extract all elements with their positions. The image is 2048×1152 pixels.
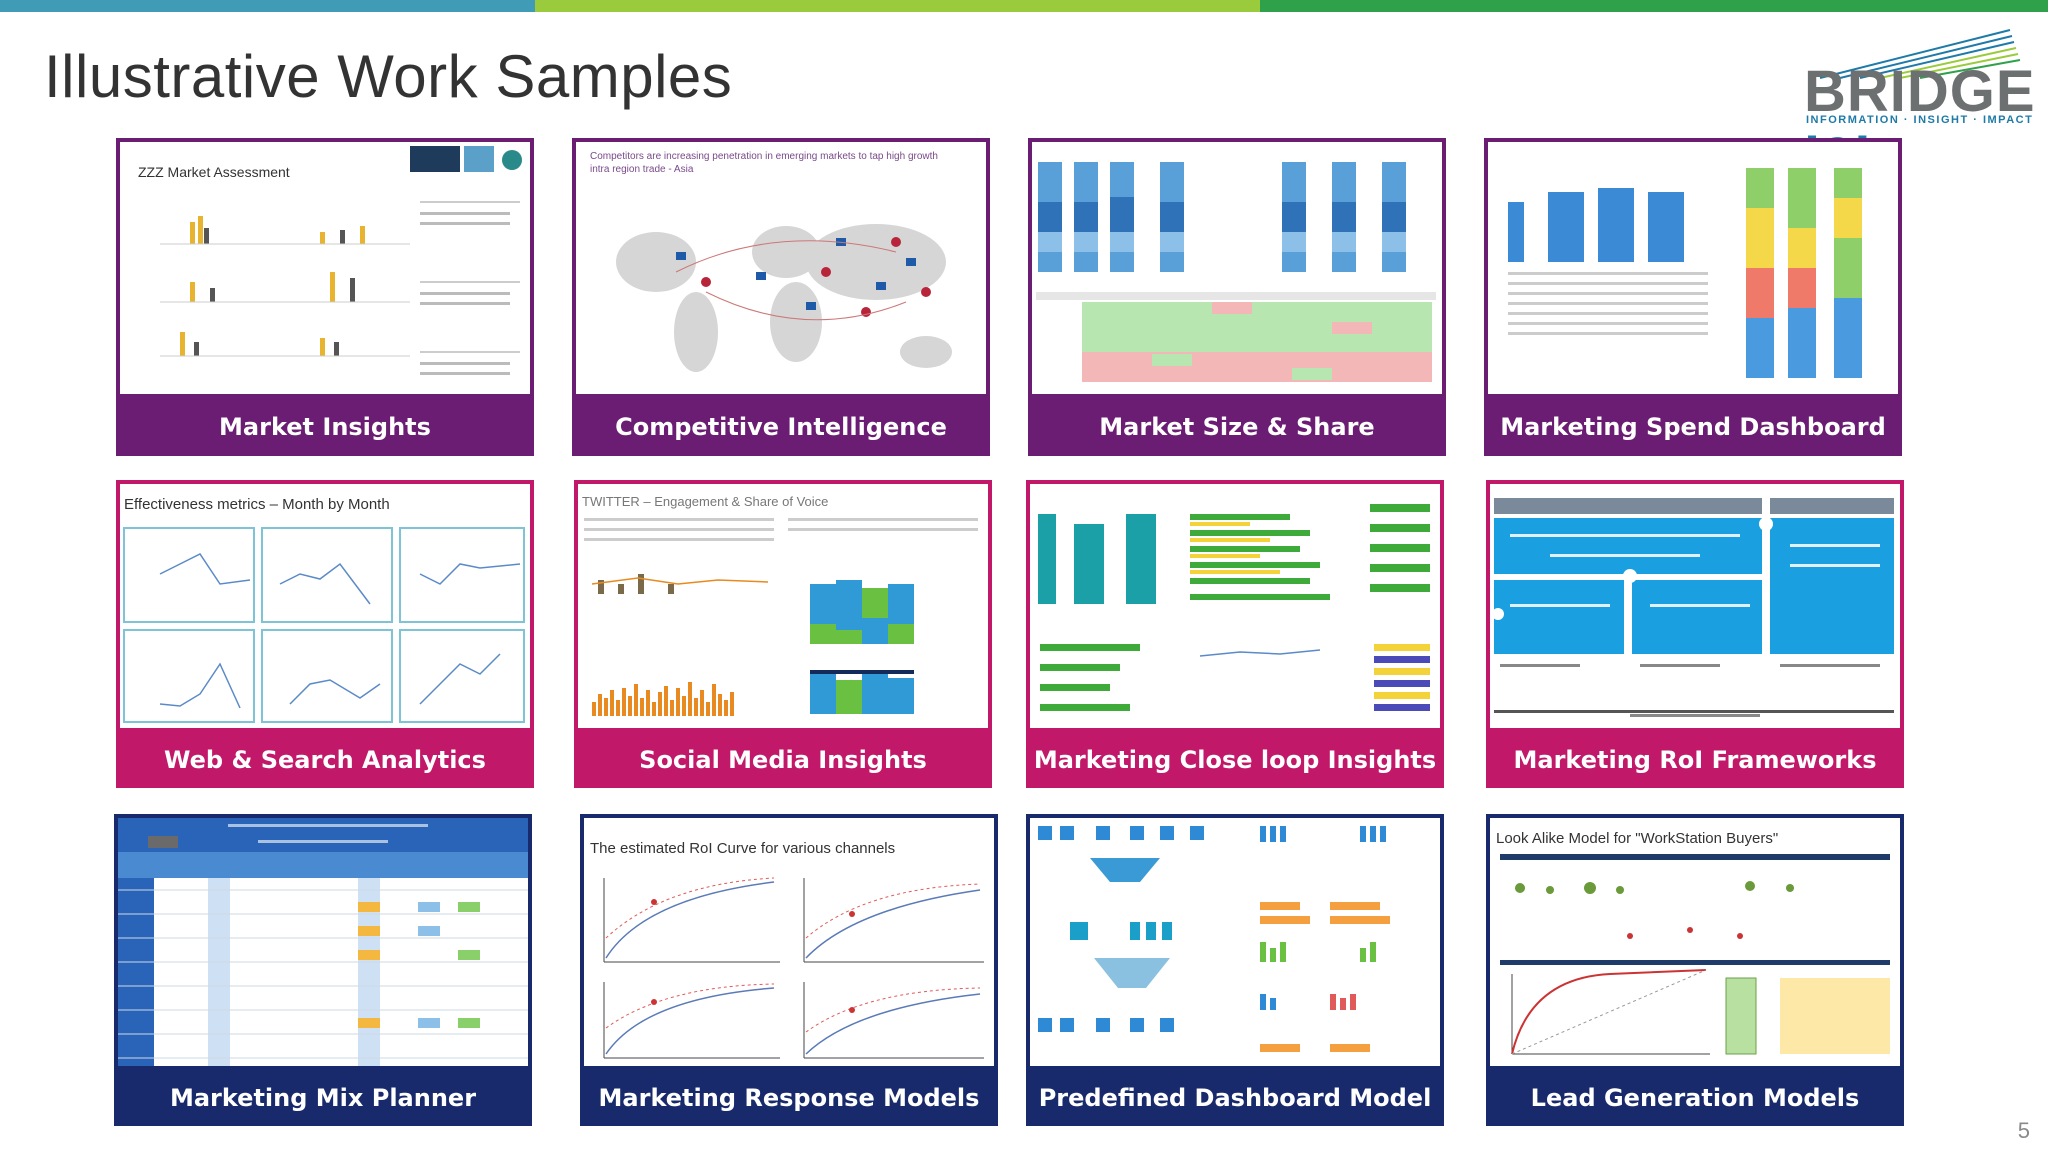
accent-segment-green: [1260, 0, 2048, 12]
card-label: Market Size & Share: [1099, 413, 1375, 441]
framework-diagram-thumbnail: [1492, 498, 1894, 717]
thumbnail-market-insights: ZZZ Market Assessment: [116, 138, 534, 398]
thumb-title: Competitors are increasing penetration i…: [590, 151, 938, 175]
thumb-title: Look Alike Model for "WorkStation Buyers…: [1496, 830, 1779, 847]
top-accent-bar: [0, 0, 2048, 12]
thumbnail-lead-generation-models: Look Alike Model for "WorkStation Buyers…: [1486, 814, 1904, 1070]
card-lead-generation-models[interactable]: Look Alike Model for "WorkStation Buyers…: [1486, 814, 1904, 1126]
bar-chart-grid-thumbnail: [160, 146, 522, 375]
card-market-insights[interactable]: ZZZ Market Assessment Market Insights: [116, 138, 534, 456]
logo-tagline: INFORMATION · INSIGHT · IMPACT: [1806, 114, 2034, 126]
card-marketing-spend-dashboard[interactable]: Marketing Spend Dashboard: [1484, 138, 1902, 456]
response-curves-thumbnail: [603, 877, 984, 1059]
social-chart-thumbnail: [584, 518, 978, 716]
card-label: Web & Search Analytics: [164, 746, 486, 774]
spend-dashboard-thumbnail: [1508, 168, 1862, 378]
horizontal-bars-thumbnail: [1038, 504, 1430, 711]
thumbnail-marketing-close-loop-insights: [1026, 480, 1444, 732]
thumbnail-competitive-intelligence: Competitors are increasing penetration i…: [572, 138, 990, 398]
card-marketing-response-models[interactable]: The estimated RoI Curve for various chan…: [580, 814, 998, 1126]
card-market-size-share[interactable]: Market Size & Share: [1028, 138, 1446, 456]
card-marketing-mix-planner[interactable]: Marketing Mix Planner: [114, 814, 532, 1126]
line-chart-grid-thumbnail: [123, 527, 525, 723]
dashboard-tiles-thumbnail: [1038, 826, 1390, 1052]
thumbnail-marketing-response-models: The estimated RoI Curve for various chan…: [580, 814, 998, 1070]
card-competitive-intelligence[interactable]: Competitors are increasing penetration i…: [572, 138, 990, 456]
card-predefined-dashboard-model[interactable]: Predefined Dashboard Model: [1026, 814, 1444, 1126]
lift-curve-thumbnail: [1500, 854, 1890, 1055]
thumbnail-marketing-spend-dashboard: [1484, 138, 1902, 398]
thumbnail-marketing-roi-frameworks: [1486, 480, 1904, 732]
card-label: Marketing Mix Planner: [169, 1084, 477, 1112]
accent-segment-lime: [535, 0, 1260, 12]
thumb-title: TWITTER – Engagement & Share of Voice: [582, 494, 829, 509]
bridge-i2i-logo: BRIDGE i2i INFORMATION · INSIGHT · IMPAC…: [1800, 22, 2035, 191]
thumbnail-market-size-share: [1028, 138, 1446, 398]
thumb-title: ZZZ Market Assessment: [138, 164, 290, 180]
card-label: Market Insights: [219, 413, 431, 441]
card-label: Lead Generation Models: [1530, 1084, 1860, 1112]
page-number: 5: [2017, 1118, 2030, 1143]
card-web-search-analytics[interactable]: Effectiveness metrics – Month by Month W…: [116, 480, 534, 788]
card-social-media-insights[interactable]: TWITTER – Engagement & Share of Voice So…: [574, 480, 992, 788]
card-label: Marketing Response Models: [598, 1084, 980, 1112]
card-label: Competitive Intelligence: [615, 413, 947, 441]
page-title: Illustrative Work Samples: [44, 43, 733, 110]
planner-table-thumbnail: [118, 818, 528, 1066]
card-label: Marketing Spend Dashboard: [1500, 413, 1886, 441]
card-label: Predefined Dashboard Model: [1038, 1084, 1432, 1112]
thumbnail-web-search-analytics: Effectiveness metrics – Month by Month: [116, 480, 534, 732]
thumbnail-social-media-insights: TWITTER – Engagement & Share of Voice: [574, 480, 992, 732]
card-marketing-roi-frameworks[interactable]: Marketing RoI Frameworks: [1486, 480, 1904, 788]
logo-rays-icon: [1819, 29, 2021, 79]
card-label: Marketing Close loop Insights: [1033, 746, 1437, 774]
thumbnail-predefined-dashboard-model: [1026, 814, 1444, 1070]
card-marketing-close-loop-insights[interactable]: Marketing Close loop Insights: [1026, 480, 1444, 788]
stacked-bar-table-thumbnail: [1036, 162, 1436, 382]
accent-segment-teal: [0, 0, 535, 12]
thumb-title: The estimated RoI Curve for various chan…: [590, 840, 896, 857]
world-map-thumbnail: [616, 224, 952, 372]
thumb-title: Effectiveness metrics – Month by Month: [124, 496, 390, 513]
card-label: Marketing RoI Frameworks: [1513, 746, 1877, 774]
thumbnail-marketing-mix-planner: [114, 814, 532, 1070]
card-label: Social Media Insights: [639, 746, 927, 774]
